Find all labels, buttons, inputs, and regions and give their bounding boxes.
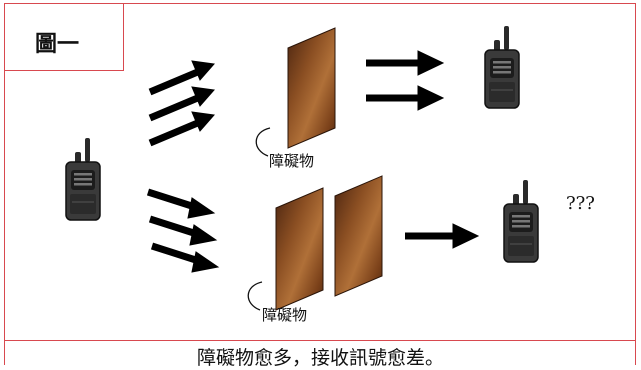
unknown-signal-text: ??? <box>566 193 595 214</box>
walkie-talkie-icon <box>65 137 101 221</box>
arrow-icon <box>148 60 215 147</box>
curved-pointer-icon <box>247 281 263 311</box>
caption-text: 障礙物愈多，接收訊號愈差。 <box>196 347 444 369</box>
walkie-talkie-icon <box>503 179 539 263</box>
walkie-talkie-icon <box>484 25 520 109</box>
title-box: 圖一 <box>4 3 124 71</box>
figure-title: 圖一 <box>35 32 80 57</box>
caption-divider <box>4 340 636 341</box>
arrow-icon <box>366 50 445 111</box>
obstacle-label-bottom: 障礙物 <box>262 306 307 324</box>
wooden-panel-icon <box>334 175 383 297</box>
arrow-icon <box>146 188 220 273</box>
obstacle-label-top: 障礙物 <box>269 152 314 170</box>
frame-border <box>4 3 636 365</box>
curved-pointer-icon <box>255 127 271 157</box>
wooden-panel-icon <box>275 187 324 311</box>
wooden-panel-icon <box>287 27 336 149</box>
arrow-icon <box>405 223 480 249</box>
